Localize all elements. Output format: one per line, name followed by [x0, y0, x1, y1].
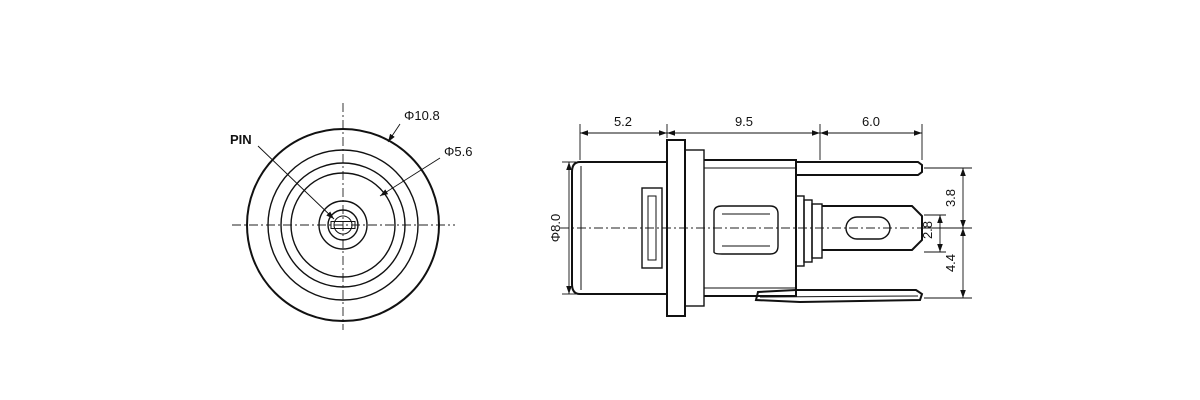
inner-diameter-leader: [379, 157, 441, 197]
outer-diameter-leader: [387, 123, 401, 143]
middle-terminal-hole: [845, 216, 891, 240]
barrel-boss: [641, 187, 663, 269]
middle-terminal: [822, 205, 923, 251]
side-view: 5.2 9.5 6.0 Φ8.0 3.8 4.4 2.8: [548, 114, 972, 317]
flange-back: [684, 149, 705, 307]
outer-diameter-label: Φ10.8: [404, 108, 440, 123]
pin-leader: [257, 145, 335, 220]
contact-spring: [713, 205, 779, 255]
ring-4: [290, 172, 396, 278]
ring-2: [267, 149, 419, 301]
dim-label-2-8: 2.8: [920, 221, 935, 239]
bottom-terminal: [754, 289, 924, 304]
pin-slot: [330, 221, 356, 229]
dim-label-4-4: 4.4: [943, 254, 958, 272]
front-view: PIN Φ10.8 Φ5.6: [230, 103, 472, 330]
pin-outer: [327, 209, 359, 241]
dim-label-9-5: 9.5: [735, 114, 753, 129]
front-barrel: [571, 161, 667, 295]
dim-label-3-8: 3.8: [943, 189, 958, 207]
socket-ring: [318, 200, 368, 250]
bottom-terminal-edge: [759, 295, 919, 298]
ring-3: [280, 162, 406, 288]
collar-b: [803, 199, 813, 263]
dim-label-height: Φ8.0: [548, 214, 563, 242]
barrel-boss-inner: [647, 195, 657, 261]
dim-label-5-2: 5.2: [614, 114, 632, 129]
collar-c: [811, 203, 823, 259]
dim-label-6-0: 6.0: [862, 114, 880, 129]
collar-a: [795, 195, 805, 267]
pin-label: PIN: [230, 132, 252, 147]
outer-ring: [246, 128, 440, 322]
pin-inner: [333, 215, 353, 235]
top-terminal: [796, 161, 923, 176]
inner-diameter-label: Φ5.6: [444, 144, 472, 159]
